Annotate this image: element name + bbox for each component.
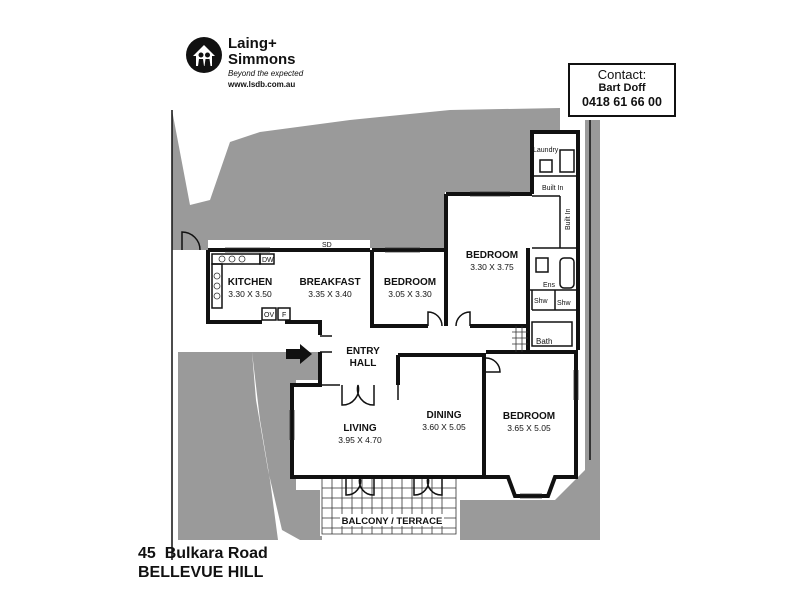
fridge-label: F (282, 312, 286, 319)
contact-name: Bart Doff (598, 82, 646, 94)
contact-box: Contact: Bart Doff 0418 61 66 00 (568, 63, 676, 117)
bedroom-small-door[interactable] (427, 311, 443, 327)
built-in-label-2: Built In (565, 208, 572, 230)
side-door[interactable] (181, 231, 201, 251)
entry-arrow-icon (286, 344, 312, 364)
bedroom-master-name: BEDROOM (466, 250, 518, 261)
kitchen-name: KITCHEN (228, 277, 272, 288)
dining-dims: 3.60 X 5.05 (422, 422, 466, 432)
bedroom-master-door[interactable] (455, 311, 471, 327)
bath-label: Bath (536, 337, 552, 346)
room-labels: KITCHEN 3.30 X 3.50 BREAKFAST 3.35 X 3.4… (228, 250, 555, 527)
walls (206, 130, 580, 498)
garden-area-left (178, 352, 322, 540)
site-boundary-line (171, 110, 591, 560)
balcony-name: BALCONY / TERRACE (342, 516, 443, 527)
built-in-label-1: Built In (542, 185, 564, 192)
property-address: 45 Bulkara Road BELLEVUE HILL (138, 544, 268, 582)
sliding-door-label: SD (322, 242, 332, 249)
site-landscape (171, 108, 600, 560)
entry-door[interactable] (320, 335, 332, 353)
entry-hall-name-line2: HALL (350, 358, 377, 369)
bedroom-front-dims: 3.65 X 5.05 (507, 423, 551, 433)
dining-name: DINING (427, 410, 462, 421)
kitchen-fixtures (211, 253, 291, 321)
balcony-terrace (321, 478, 457, 535)
bedroom-small-dims: 3.05 X 3.30 (388, 289, 432, 299)
ensuite-label: Ens (543, 282, 556, 289)
agency-website-link[interactable]: www.lsdb.com.au (228, 80, 296, 89)
address-street: 45 Bulkara Road (138, 545, 268, 562)
bedroom-master-dims: 3.30 X 3.75 (470, 262, 514, 272)
breakfast-dims: 3.35 X 3.40 (308, 289, 352, 299)
breakfast-name: BREAKFAST (299, 277, 360, 288)
balcony-door-right[interactable] (413, 476, 443, 496)
fixture-labels: Laundry Built In Built In Ens Shw Shw Ba… (262, 147, 572, 346)
doors (181, 231, 501, 496)
shower-label-2: Shw (557, 300, 572, 307)
bathroom-fixtures (512, 149, 575, 352)
living-dims: 3.95 X 4.70 (338, 435, 382, 445)
agency-logo: Laing+ Simmons Beyond the expected www.l… (185, 36, 345, 96)
address-suburb: BELLEVUE HILL (138, 564, 264, 581)
bedroom-front-name: BEDROOM (503, 411, 555, 422)
living-double-door[interactable] (341, 384, 375, 406)
house-people-logo-icon (186, 37, 222, 73)
agency-name-line2: Simmons (228, 51, 296, 68)
contact-heading: Contact: (597, 67, 647, 82)
bedroom-small-name: BEDROOM (384, 277, 436, 288)
agency-name-line1: Laing+ (228, 35, 277, 52)
garden-area-right (460, 120, 600, 540)
entry-hall-name-line1: ENTRY (346, 346, 380, 357)
bedroom-front-door[interactable] (485, 357, 501, 373)
oven-label: OV (264, 312, 274, 319)
balcony-door-left[interactable] (345, 476, 375, 496)
living-name: LIVING (343, 423, 377, 434)
kitchen-dims: 3.30 X 3.50 (228, 289, 272, 299)
windows (225, 191, 579, 499)
shower-label-1: Shw (534, 298, 549, 305)
dishwasher-label: DW (262, 257, 274, 264)
agency-tagline: Beyond the expected (228, 69, 304, 78)
contact-phone[interactable]: 0418 61 66 00 (582, 95, 662, 109)
laundry-label: Laundry (533, 147, 559, 154)
garden-area-top (172, 108, 560, 250)
